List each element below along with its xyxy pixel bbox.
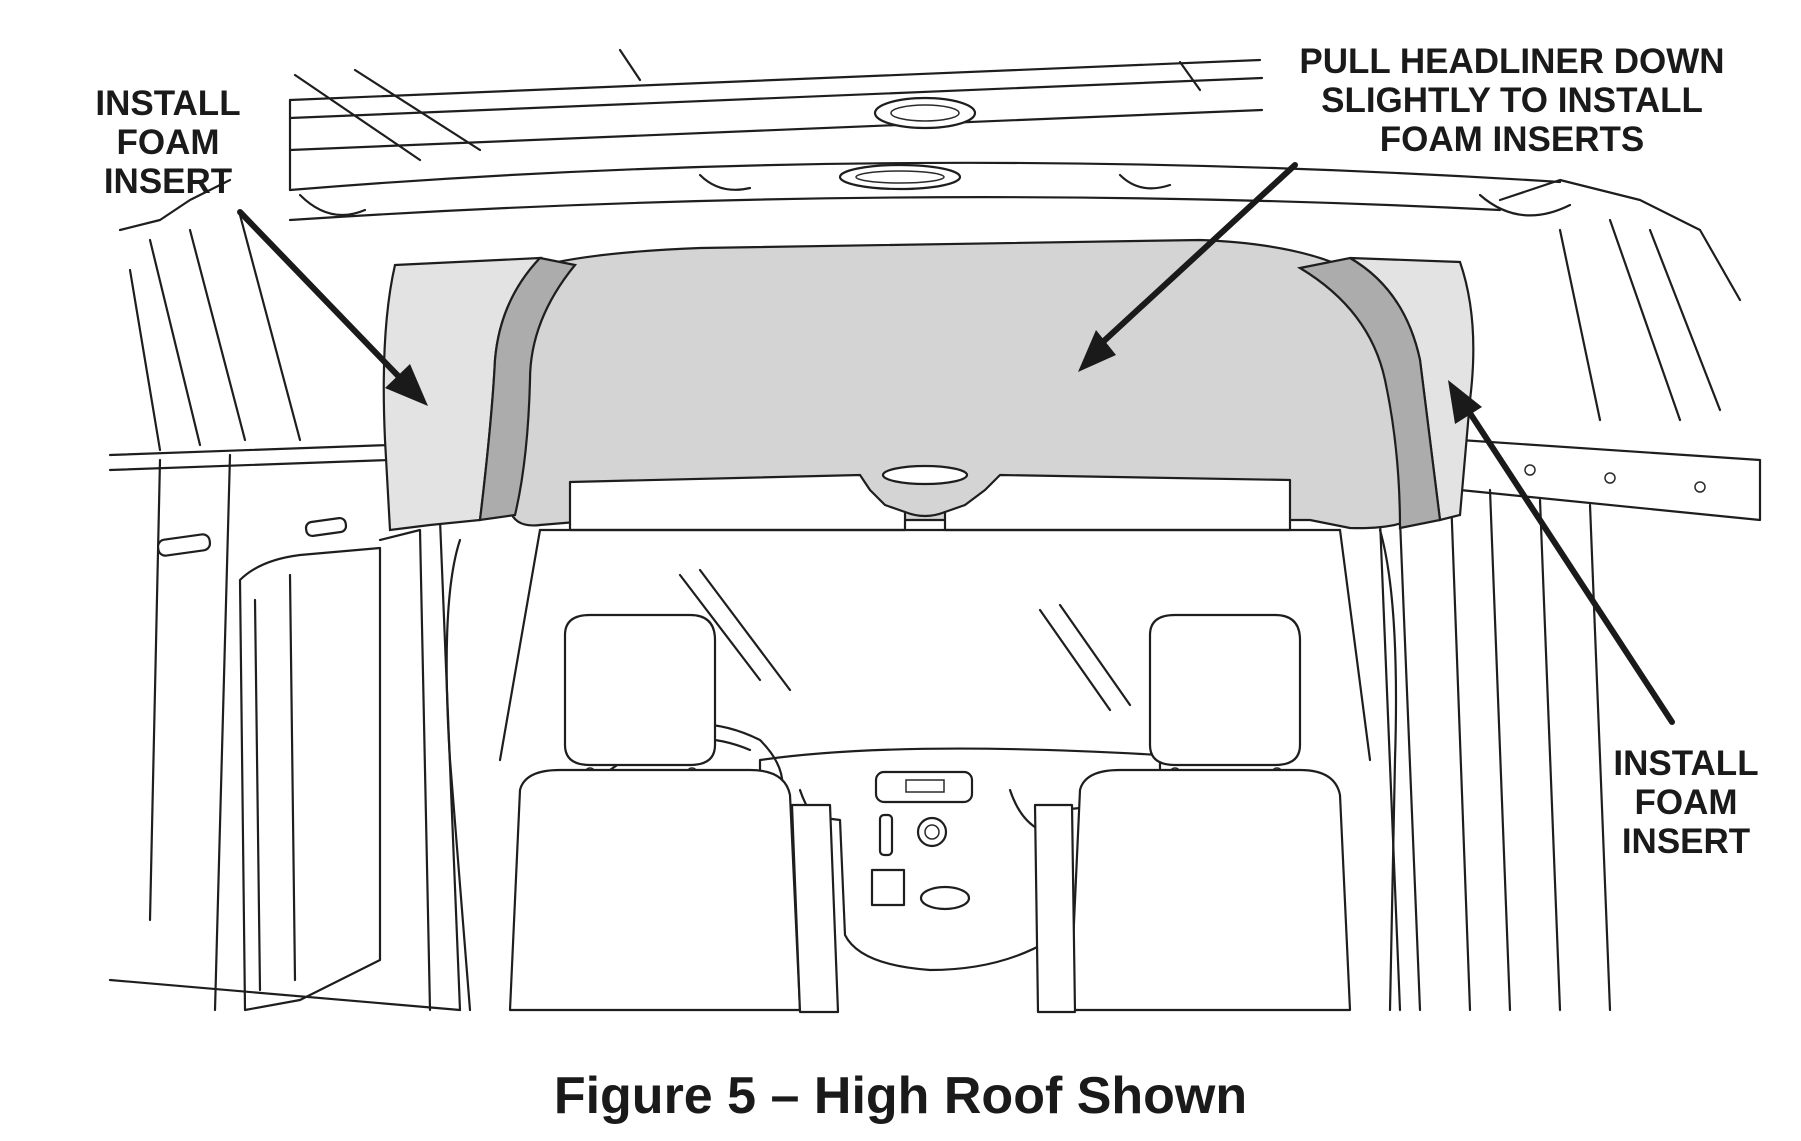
callout-left-line: INSERT bbox=[103, 162, 233, 201]
callout-install-foam-insert-right: INSTALL FOAM INSERT bbox=[1590, 744, 1782, 861]
arrow-top bbox=[1078, 162, 1298, 372]
left-side-wall bbox=[108, 178, 462, 1012]
callout-top-line: SLIGHTLY TO INSTALL bbox=[1321, 81, 1703, 120]
callout-top-line: PULL HEADLINER DOWN bbox=[1299, 42, 1725, 81]
callout-left-line: FOAM bbox=[116, 123, 220, 162]
left-seat bbox=[508, 613, 840, 1014]
callout-pull-headliner: PULL HEADLINER DOWN SLIGHTLY TO INSTALL … bbox=[1268, 42, 1756, 159]
roof-structure bbox=[288, 48, 1572, 222]
callout-right-line: INSERT bbox=[1621, 822, 1751, 861]
right-seat bbox=[1033, 613, 1352, 1014]
foam-insert-right-edge bbox=[1296, 256, 1442, 530]
callout-top-line: FOAM INSERTS bbox=[1379, 120, 1645, 159]
foam-insert-left-edge bbox=[478, 256, 578, 522]
callout-right-line: FOAM bbox=[1634, 783, 1738, 822]
arrow-right bbox=[1448, 380, 1675, 725]
figure-caption: Figure 5 – High Roof Shown bbox=[553, 1067, 1248, 1125]
arrow-left bbox=[237, 209, 428, 406]
callout-left-line: INSTALL bbox=[95, 84, 241, 123]
right-side-wall bbox=[1378, 178, 1762, 1012]
callout-right-line: INSTALL bbox=[1613, 744, 1759, 783]
callout-install-foam-insert-left: INSTALL FOAM INSERT bbox=[78, 84, 258, 201]
